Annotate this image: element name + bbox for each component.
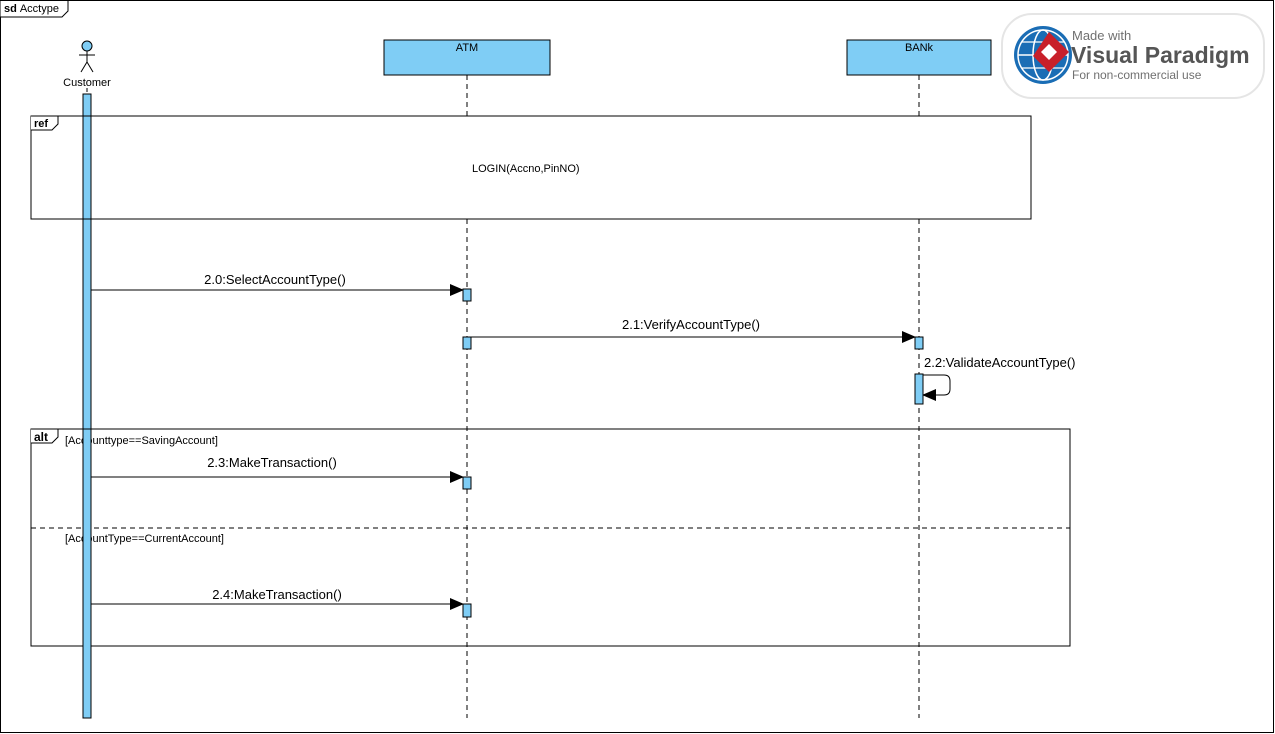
atm-activation-4: [462, 603, 472, 618]
frame-keyword: sd: [4, 3, 17, 15]
ref-fragment[interactable]: ref LOGIN(Accno,PinNO): [30, 115, 1032, 220]
bank-activation-2: [914, 373, 924, 405]
actor-head: [81, 40, 93, 52]
alt-fragment-box: [30, 428, 1071, 647]
message-2-2[interactable]: 2.2:ValidateAccountType(): [922, 355, 1076, 401]
ref-fragment-box: [30, 115, 1032, 220]
lifeline-bank-head: [846, 39, 992, 76]
message-2-0[interactable]: 2.0:SelectAccountType(): [91, 272, 464, 296]
message-2-1[interactable]: 2.1:VerifyAccountType(): [462, 317, 916, 350]
logo-diamond-inner: [1041, 44, 1057, 60]
ref-text: LOGIN(Accno,PinNO): [472, 163, 580, 175]
message-2-2-arrow: [922, 374, 951, 401]
message-2-0-label: 2.0:SelectAccountType(): [204, 272, 346, 287]
actor-leg-left: [80, 61, 88, 73]
customer-activation-overlay-2: [82, 428, 92, 719]
watermark-bubble: [1001, 13, 1265, 99]
lifeline-atm-name: ATM: [456, 42, 478, 54]
watermark-brand: Visual Paradigm: [1071, 42, 1250, 68]
visual-paradigm-logo-icon: [1014, 26, 1072, 84]
message-2-1-label: 2.1:VerifyAccountType(): [622, 317, 760, 332]
alt-guard-1: [Accounttype==SavingAccount]: [65, 435, 218, 447]
atm-activation-3: [462, 476, 472, 490]
message-2-3[interactable]: 2.3:MakeTransaction(): [91, 455, 464, 483]
customer-activation-overlay: [82, 115, 92, 220]
actor-name: Customer: [63, 77, 111, 89]
message-2-3-label: 2.3:MakeTransaction(): [207, 455, 337, 470]
alt-operator-tab: [31, 428, 59, 444]
ref-operator: ref: [34, 118, 48, 130]
ref-operator-tab: [31, 115, 59, 131]
lifeline-atm[interactable]: ATM: [383, 39, 551, 76]
lifeline-bank[interactable]: BANk: [846, 39, 992, 76]
message-2-4-label: 2.4:MakeTransaction(): [212, 587, 342, 602]
watermark: Made with Visual Paradigm For non-commer…: [1001, 13, 1265, 99]
actor-leg-right: [86, 61, 94, 73]
watermark-noncommercial: For non-commercial use: [1072, 68, 1202, 82]
watermark-made-with: Made with: [1072, 28, 1131, 43]
frame-label-tab: [0, 0, 69, 18]
frame-name: Acctype: [20, 3, 59, 15]
atm-activation-2: [462, 336, 472, 350]
bank-activation-1: [914, 336, 924, 350]
alt-fragment[interactable]: alt [Accounttype==SavingAccount] [Accoun…: [30, 428, 1071, 647]
message-2-4[interactable]: 2.4:MakeTransaction(): [91, 587, 464, 610]
alt-operator: alt: [34, 430, 48, 444]
alt-guard-2: [AccountType==CurrentAccount]: [65, 533, 224, 545]
message-2-2-label: 2.2:ValidateAccountType(): [924, 355, 1076, 370]
atm-activation-1: [462, 288, 472, 302]
actor-customer[interactable]: Customer: [63, 40, 111, 89]
lifeline-bank-name: BANk: [905, 42, 934, 54]
